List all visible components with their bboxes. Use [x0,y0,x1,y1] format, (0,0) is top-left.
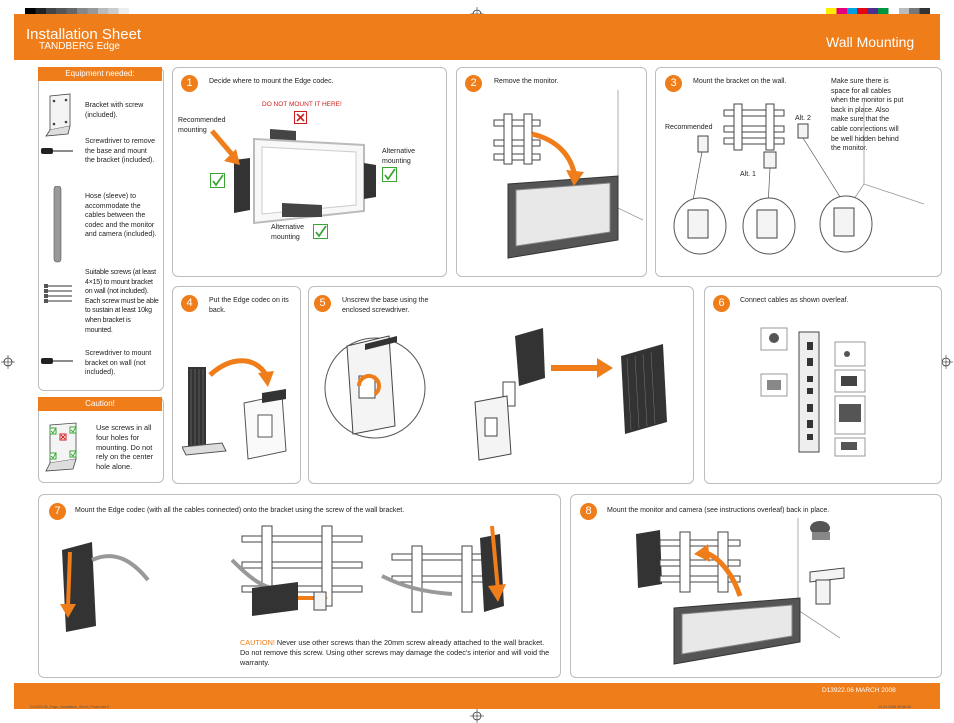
bracket-positions-illustration [673,102,925,255]
step-1-text: Decide where to mount the Edge codec. [209,78,334,85]
header-bar [14,14,940,60]
step-7-caution-label: CAUTION! [240,638,275,647]
step-3-text: Mount the bracket on the wall. [693,78,787,85]
step-3-recommended-label: Recommended [665,124,713,131]
product-name: TANDBERG Edge [39,41,120,52]
file-timestamp: 10.03.2008 09:58:45 [878,705,911,709]
step-3-alt2-label: Alt. 2 [795,115,811,122]
wall-screwdriver-icon [41,358,73,364]
color-calibration-bar-right [826,8,930,18]
color-calibration-bar-left [25,8,129,18]
bracket-icon [45,93,71,137]
step-1-recommended-label: Recommended mounting [178,117,226,134]
step-6-panel [704,286,942,484]
mount-codec-illustration [60,525,506,632]
registration-mark-icon [470,709,484,723]
equipment-heading: Equipment needed: [38,67,162,81]
page-title: Installation Sheet [26,26,142,43]
step-3-alt1-label: Alt. 1 [740,171,756,178]
equipment-item-screwdriver: Screwdriver to remove the base and mount… [85,138,156,165]
document-code: D13922.06 MARCH 2008 [822,687,896,694]
monitor-mounting-illustration [210,129,376,225]
step-5-number: 5 [314,295,331,312]
step-1-number: 1 [181,75,198,92]
equipment-item-hose: Hose (sleeve) to accommodate the cables … [85,193,157,239]
screws-icon [44,284,72,303]
caution-heading: Caution! [38,397,162,411]
equipment-item-wall-screwdriver: Screwdriver to mount bracket on wall (no… [85,350,152,377]
step-7-text: Mount the Edge codec (with all the cable… [75,507,405,514]
bracket-holes-icon [45,422,77,472]
step-5-text: Unscrew the base using the enclosed scre… [342,297,429,314]
equipment-item-screws: Suitable screws (at least 4×15) to mount… [85,269,159,334]
footer-bar [14,683,940,709]
step-2-number: 2 [465,75,482,92]
cable-connections-illustration [760,327,866,457]
step-1-alt-right-label: Alternative mounting [382,148,416,165]
mount-monitor-illustration [636,518,845,665]
step-1-warning: DO NOT MOUNT IT HERE! [262,101,342,108]
check-mark-icon [313,224,328,239]
step-4-text: Put the Edge codec on its back. [209,297,289,314]
remove-monitor-illustration [493,90,644,259]
hose-icon [53,186,62,263]
codec-on-back-illustration [182,358,287,460]
equipment-item-bracket: Bracket with screw (included). [85,102,144,119]
step-6-number: 6 [713,295,730,312]
step-7-caution: CAUTION! Never use other screws than the… [240,638,552,668]
step-1-alt-bottom-label: Alternative mounting [271,224,305,241]
unscrew-base-illustration [324,328,667,461]
check-mark-icon [382,167,397,182]
screwdriver-icon [41,148,73,154]
step-4-number: 4 [181,295,198,312]
step-3-note: Make sure there is space for all cables … [831,78,904,153]
step-7-number: 7 [49,503,66,520]
check-mark-icon [210,173,225,188]
x-mark-icon [294,111,307,124]
registration-mark-icon [1,355,15,369]
step-7-caution-text: Never use other screws than the 20mm scr… [240,638,550,667]
step-6-text: Connect cables as shown overleaf. [740,297,849,304]
step-3-number: 3 [665,75,682,92]
step-2-text: Remove the monitor. [494,78,559,85]
file-name: D13922.06_Edge_Installation_Sheet_Final.… [30,705,110,709]
step-8-text: Mount the monitor and camera (see instru… [607,507,830,514]
step-8-number: 8 [580,503,597,520]
caution-text: Use screws in all four holes for mountin… [96,423,154,472]
section-title: Wall Mounting [826,34,915,50]
